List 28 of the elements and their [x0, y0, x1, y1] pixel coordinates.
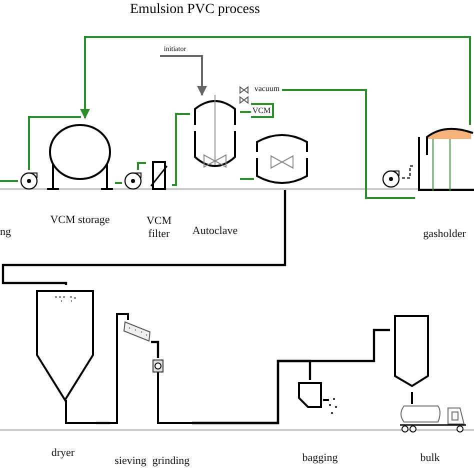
pipe-line	[402, 165, 415, 179]
stream-label: VCM	[251, 103, 274, 118]
diagram-title: Emulsion PVC process	[130, 2, 260, 18]
equipment-label: dryer	[50, 447, 76, 460]
equipment-label: grinding	[151, 455, 191, 468]
equipment-label: bulk	[419, 452, 441, 465]
pipe-line	[151, 340, 160, 358]
pipe-line	[28, 116, 81, 170]
pipe-line	[240, 111, 251, 113]
pipe-line	[2, 190, 286, 286]
equipment-label: ng	[0, 226, 11, 239]
pipe-line	[160, 55, 207, 96]
stream-label: vacuum	[253, 83, 281, 94]
pipe-line	[192, 328, 390, 424]
equipment-label: gasholder	[422, 228, 467, 241]
equipment-label: VCM storage	[49, 214, 111, 227]
equipment-label: sieving	[114, 455, 148, 468]
pipe-line	[96, 422, 110, 424]
pipe-line	[282, 89, 415, 199]
pipe-line	[240, 178, 254, 180]
equipment-label: Autoclave	[191, 225, 239, 238]
pipe-line	[0, 180, 18, 182]
pipe-line	[137, 162, 146, 170]
equipment-label: VCM filter	[146, 215, 172, 241]
pipe-line	[80, 36, 471, 125]
pipe-line	[115, 182, 122, 184]
equipment-label: bagging	[301, 452, 339, 465]
pipe-line	[172, 113, 190, 186]
